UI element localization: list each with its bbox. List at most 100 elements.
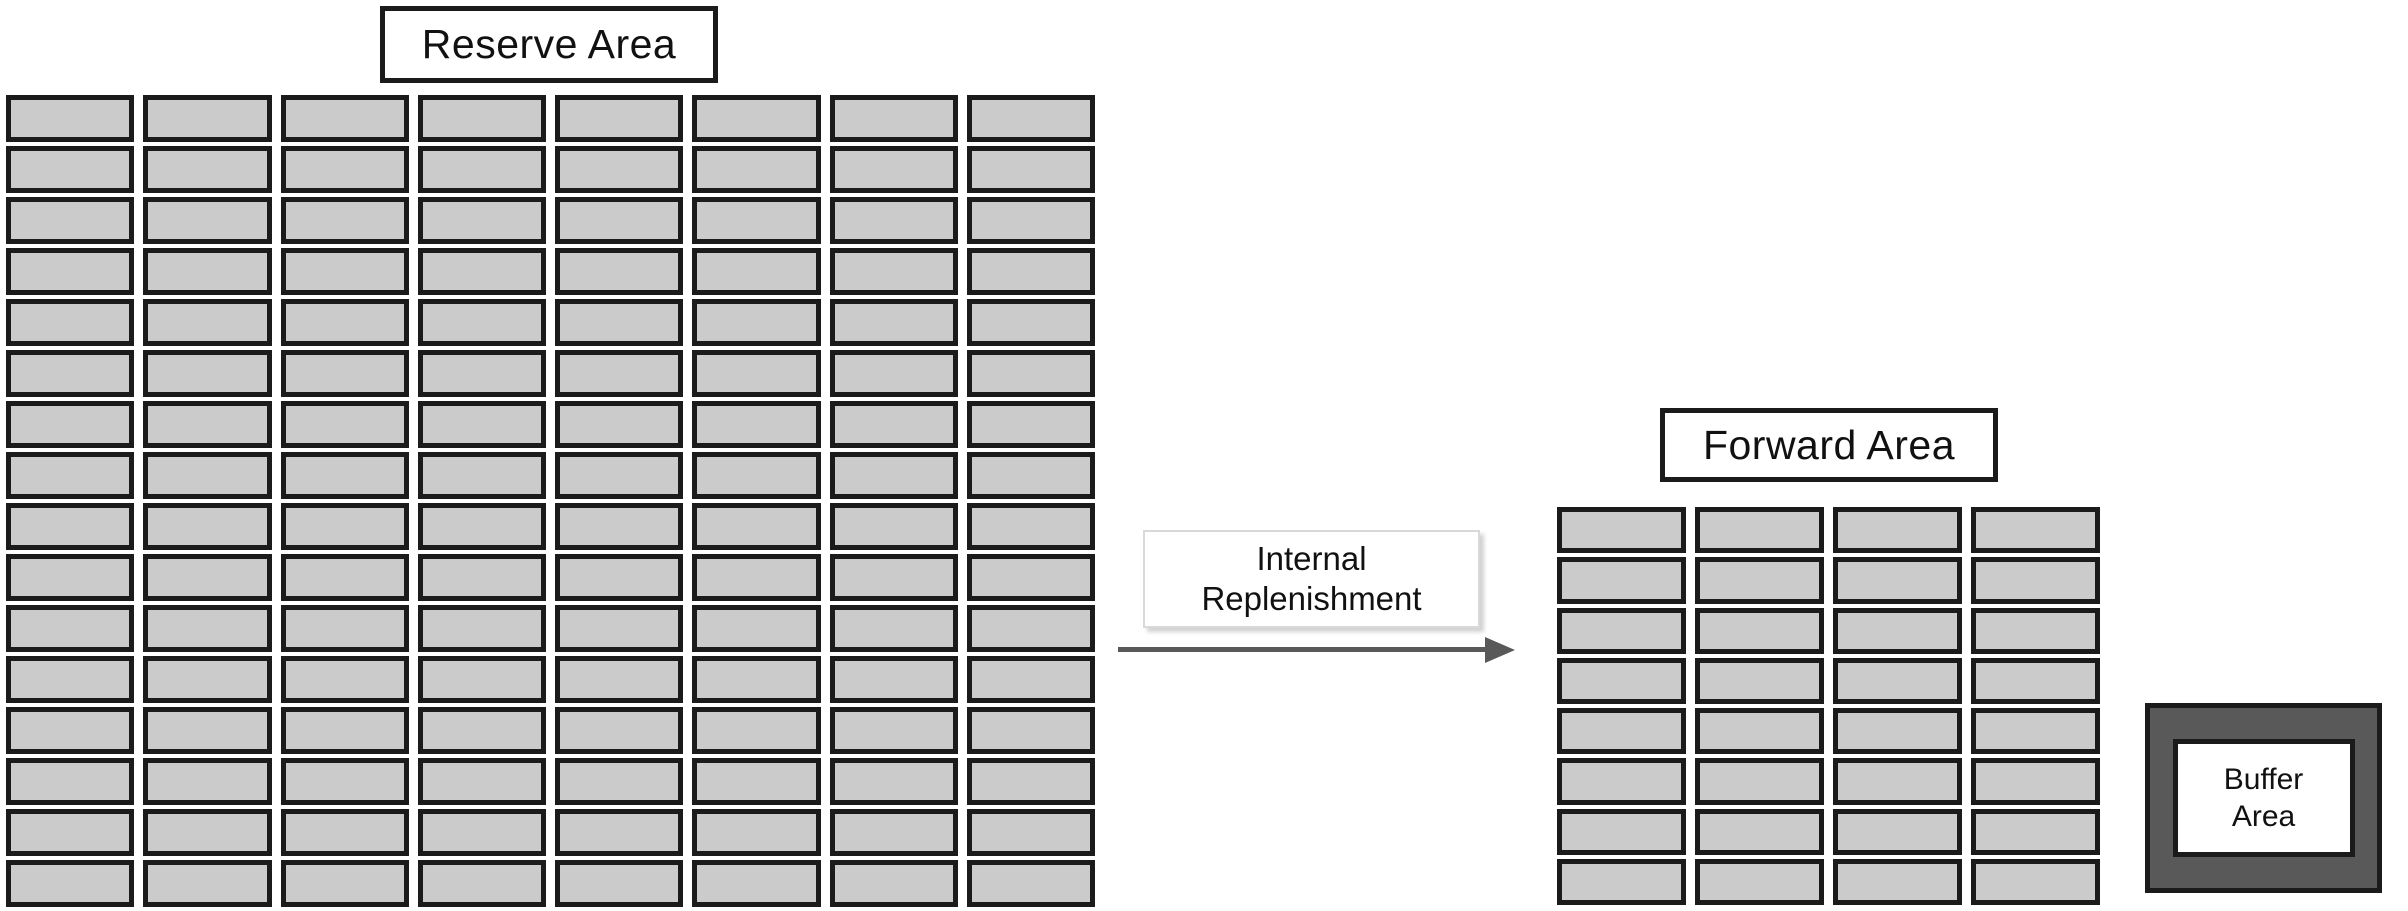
reserve-slot (280, 197, 409, 244)
forward-slot (1695, 557, 1824, 604)
reserve-slot (280, 452, 409, 499)
reserve-slot (555, 452, 684, 499)
forward-slot (1971, 607, 2100, 654)
reserve-slot (829, 860, 958, 907)
reserve-slot (966, 707, 1095, 754)
forward-slot (1833, 607, 1962, 654)
reserve-slot (692, 656, 821, 703)
reserve-area-label-text: Reserve Area (421, 21, 677, 67)
reserve-slot (143, 452, 272, 499)
reserve-slot (829, 554, 958, 601)
reserve-slot (829, 95, 958, 142)
reserve-slot (417, 707, 546, 754)
internal-replenishment-line2: Replenishment (1201, 580, 1422, 617)
reserve-slot (692, 299, 821, 346)
reserve-slot (6, 707, 135, 754)
reserve-slot (966, 95, 1095, 142)
forward-slot (1971, 708, 2100, 755)
forward-slot (1557, 507, 1686, 554)
reserve-slot (555, 758, 684, 805)
reserve-slot (280, 146, 409, 193)
forward-slot (1557, 657, 1686, 704)
forward-slot (1557, 607, 1686, 654)
reserve-slot (143, 299, 272, 346)
reserve-slot (555, 350, 684, 397)
forward-area-label: Forward Area (1660, 408, 1998, 482)
reserve-slot (6, 350, 135, 397)
reserve-slot (555, 860, 684, 907)
reserve-slot (829, 656, 958, 703)
reserve-slot (555, 401, 684, 448)
reserve-slot (143, 860, 272, 907)
reserve-slot (555, 197, 684, 244)
reserve-slot (6, 197, 135, 244)
reserve-slot (280, 758, 409, 805)
reserve-slot (692, 860, 821, 907)
forward-slot (1557, 557, 1686, 604)
reserve-slot (280, 860, 409, 907)
reserve-slot (280, 299, 409, 346)
reserve-slot (966, 299, 1095, 346)
reserve-slot (143, 95, 272, 142)
forward-slot (1557, 758, 1686, 805)
reserve-slot (417, 95, 546, 142)
forward-slot (1833, 657, 1962, 704)
reserve-slot (6, 452, 135, 499)
reserve-slot (829, 401, 958, 448)
reserve-slot (966, 758, 1095, 805)
reserve-slot (143, 197, 272, 244)
reserve-slot (692, 350, 821, 397)
forward-slot (1971, 657, 2100, 704)
reserve-slot (6, 809, 135, 856)
reserve-slot (692, 809, 821, 856)
reserve-slot (692, 197, 821, 244)
forward-slot (1833, 708, 1962, 755)
reserve-slot (829, 197, 958, 244)
reserve-slot (966, 809, 1095, 856)
reserve-slot (417, 554, 546, 601)
reserve-slot (6, 605, 135, 652)
reserve-slot (555, 656, 684, 703)
forward-slot (1971, 758, 2100, 805)
forward-slot (1695, 708, 1824, 755)
reserve-slot (966, 197, 1095, 244)
reserve-slot (829, 707, 958, 754)
replenishment-arrow-line (1118, 647, 1485, 652)
forward-area-grid (1557, 507, 2100, 905)
reserve-slot (417, 197, 546, 244)
reserve-slot (966, 554, 1095, 601)
reserve-slot (143, 350, 272, 397)
reserve-slot (966, 860, 1095, 907)
forward-area-label-text: Forward Area (1702, 421, 1956, 468)
reserve-slot (692, 95, 821, 142)
reserve-slot (143, 248, 272, 295)
reserve-slot (280, 248, 409, 295)
reserve-slot (555, 809, 684, 856)
reserve-slot (417, 503, 546, 550)
forward-slot (1971, 557, 2100, 604)
buffer-area-line2: Area (2231, 800, 2296, 833)
reserve-slot (280, 350, 409, 397)
forward-slot (1557, 858, 1686, 905)
reserve-slot (143, 554, 272, 601)
reserve-slot (280, 554, 409, 601)
reserve-slot (6, 146, 135, 193)
forward-slot (1695, 808, 1824, 855)
reserve-slot (6, 656, 135, 703)
forward-slot (1695, 758, 1824, 805)
reserve-slot (966, 503, 1095, 550)
reserve-slot (692, 248, 821, 295)
forward-slot (1557, 808, 1686, 855)
forward-slot (1557, 708, 1686, 755)
reserve-slot (280, 503, 409, 550)
reserve-slot (280, 95, 409, 142)
reserve-slot (417, 248, 546, 295)
reserve-slot (6, 554, 135, 601)
reserve-slot (6, 401, 135, 448)
reserve-slot (417, 401, 546, 448)
reserve-slot (143, 605, 272, 652)
buffer-area: Buffer Area (2145, 703, 2382, 893)
reserve-area-label: Reserve Area (380, 6, 718, 83)
reserve-slot (692, 401, 821, 448)
